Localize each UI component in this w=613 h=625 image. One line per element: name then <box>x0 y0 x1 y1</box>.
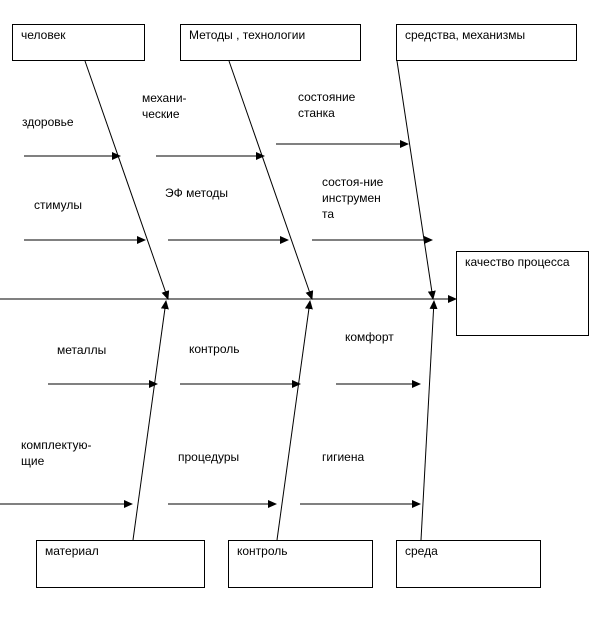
cause-tool-state: состоя-ние инструмен та <box>322 175 384 221</box>
effect-box: качество процесса <box>456 251 589 336</box>
cause-components: комплектую- щие <box>21 438 92 468</box>
category-methods-label: Методы , технологии <box>189 28 306 42</box>
category-environment-label: среда <box>405 544 438 558</box>
category-material: материал <box>36 540 205 588</box>
cause-stimuli: стимулы <box>34 198 82 212</box>
effect-label: качество процесса <box>465 255 570 269</box>
category-means: средства, механизмы <box>396 24 577 61</box>
category-environment: среда <box>396 540 541 588</box>
category-person: человек <box>12 24 145 61</box>
category-means-label: средства, механизмы <box>405 28 526 42</box>
category-control-label: контроль <box>237 544 288 558</box>
bone-control <box>276 300 313 541</box>
bone-methods <box>228 60 314 300</box>
category-methods: Методы , технологии <box>180 24 361 61</box>
cause-health: здоровье <box>22 115 74 129</box>
bone-material <box>132 300 169 541</box>
cause-hygiene: гигиена <box>322 450 365 464</box>
cause-procedures: процедуры <box>178 450 240 464</box>
bone-person <box>84 60 170 300</box>
category-material-label: материал <box>45 544 99 558</box>
category-person-label: человек <box>21 28 66 42</box>
category-control: контроль <box>228 540 373 588</box>
cause-ef-methods: ЭФ методы <box>165 186 229 200</box>
cause-control-item: контроль <box>189 342 240 356</box>
cause-comfort: комфорт <box>345 330 394 344</box>
cause-machine-state: состояние станка <box>298 90 356 120</box>
bone-environment <box>420 300 438 541</box>
bone-means <box>396 60 436 300</box>
cause-metals: металлы <box>57 343 107 357</box>
cause-mechanical: механи- ческие <box>142 91 187 121</box>
